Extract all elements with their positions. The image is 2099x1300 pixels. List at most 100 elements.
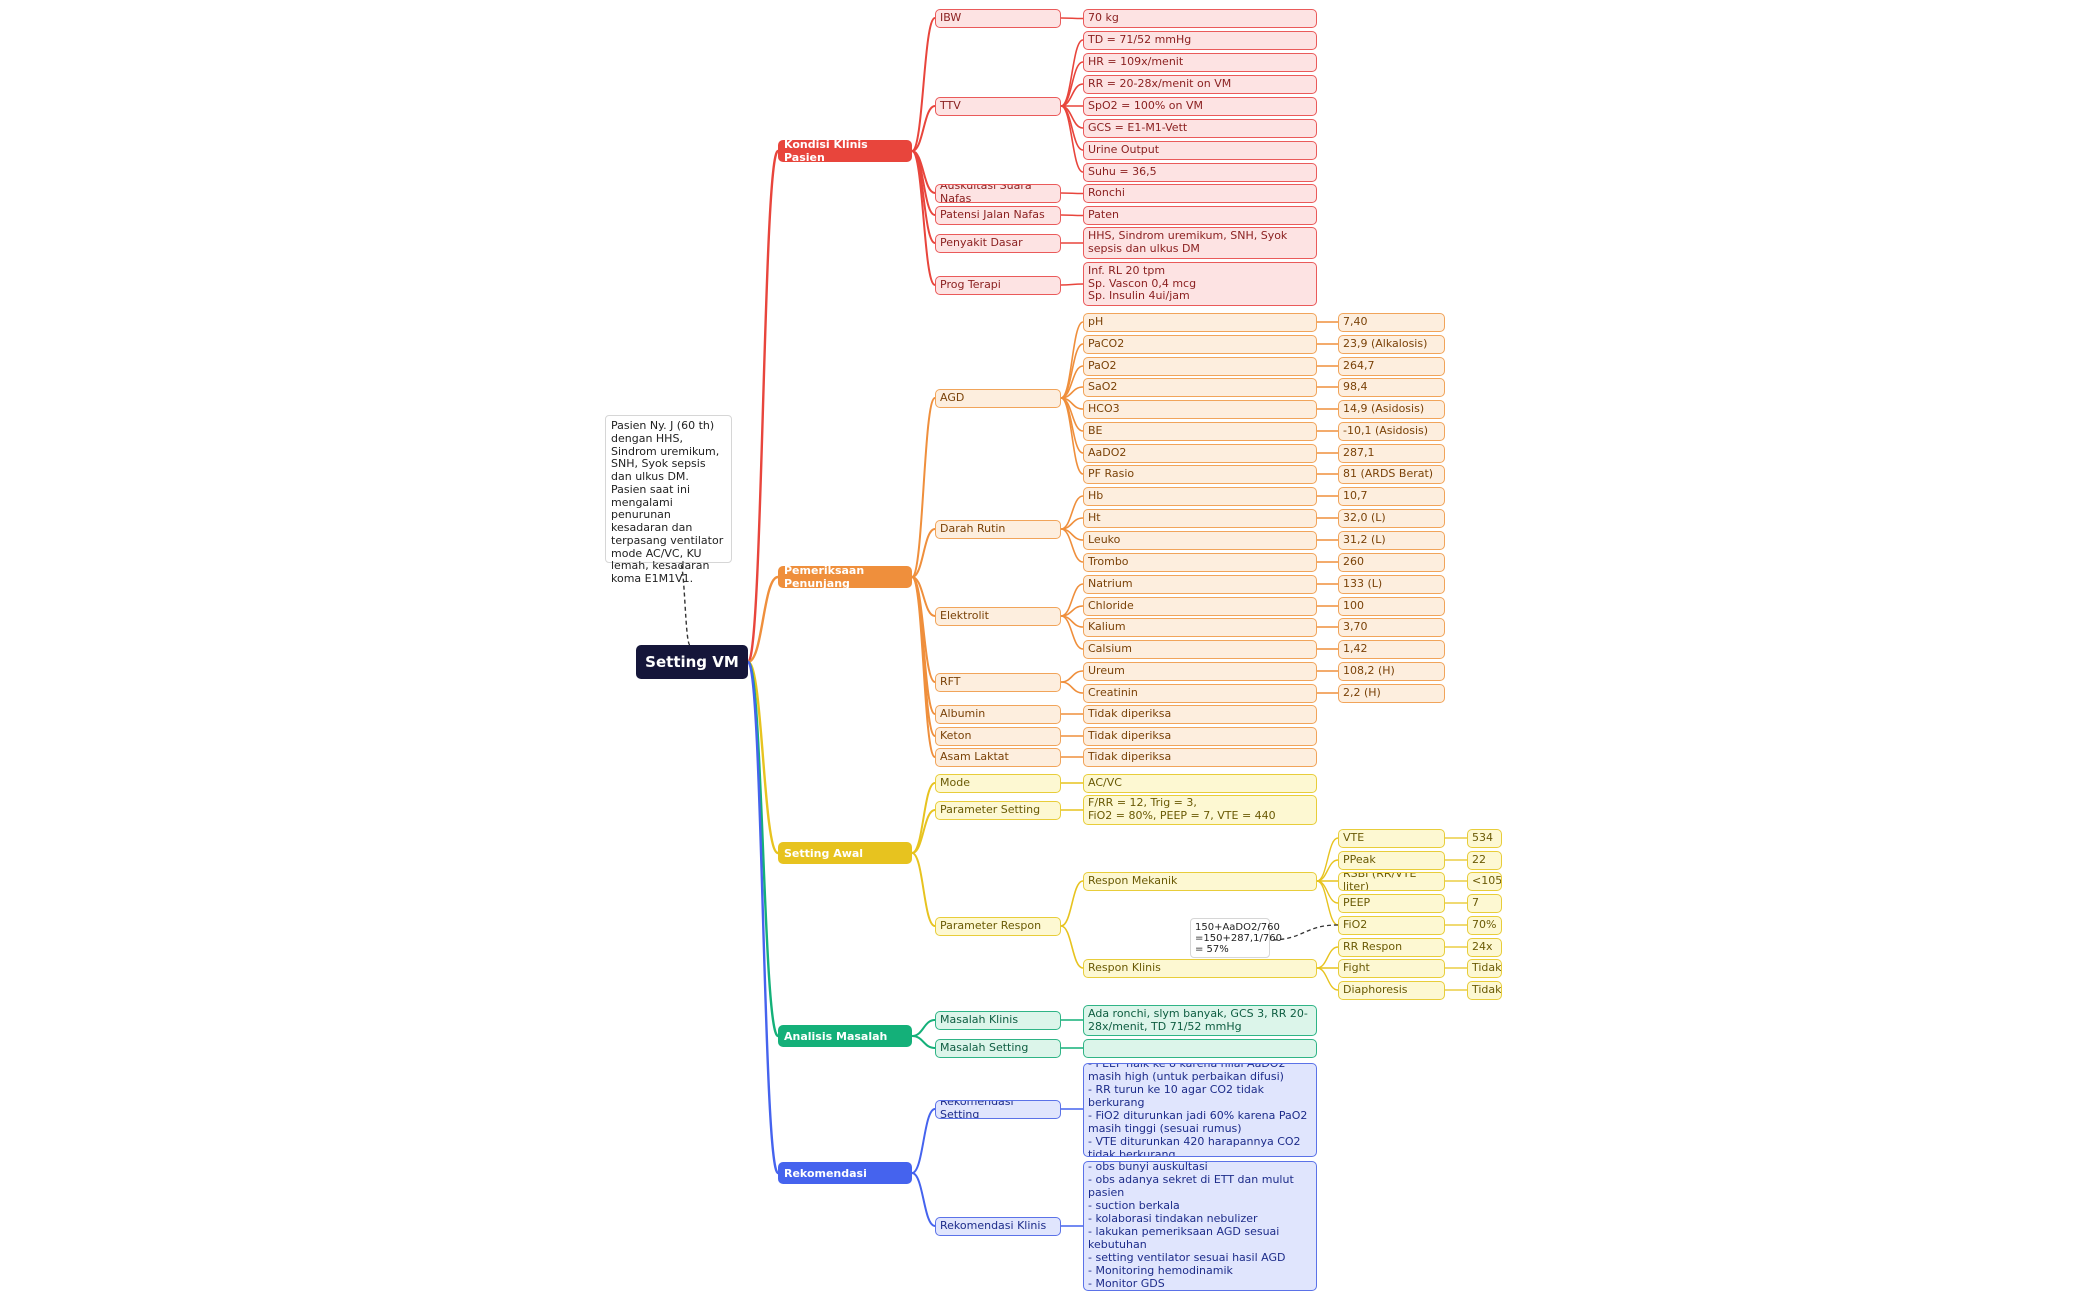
node-rft[interactable]: RFT bbox=[935, 672, 1061, 692]
node-keton-value[interactable]: Tidak diperiksa bbox=[1083, 726, 1317, 746]
node-mekanik-key[interactable]: RSBI (RR/VTE liter) bbox=[1338, 871, 1445, 891]
node-ttv-item[interactable]: RR = 20-28x/menit on VM bbox=[1083, 74, 1317, 94]
node-auskultasi-value[interactable]: Ronchi bbox=[1083, 184, 1317, 203]
branch-setting-awal[interactable]: Setting Awal bbox=[778, 842, 912, 864]
node-mekanik-key[interactable]: PEEP bbox=[1338, 893, 1445, 913]
node-agd-value[interactable]: 23,9 (Alkalosis) bbox=[1338, 334, 1445, 354]
root-node[interactable]: Setting VM bbox=[636, 645, 748, 679]
node-rft-value[interactable]: 2,2 (H) bbox=[1338, 683, 1445, 703]
node-respon-mekanik[interactable]: Respon Mekanik bbox=[1083, 872, 1317, 891]
node-prog-terapi-value[interactable]: Inf. RL 20 tpm Sp. Vascon 0,4 mcg Sp. In… bbox=[1083, 262, 1317, 306]
node-ibw[interactable]: IBW bbox=[935, 8, 1061, 28]
branch-analisis-masalah[interactable]: Analisis Masalah bbox=[778, 1025, 912, 1047]
node-asam-laktat-value[interactable]: Tidak diperiksa bbox=[1083, 747, 1317, 767]
node-penyakit-dasar-value[interactable]: HHS, Sindrom uremikum, SNH, Syok sepsis … bbox=[1083, 227, 1317, 259]
node-klinis-key[interactable]: Fight bbox=[1338, 958, 1445, 978]
node-agd-key[interactable]: PaO2 bbox=[1083, 356, 1317, 376]
node-agd-value[interactable]: 98,4 bbox=[1338, 377, 1445, 397]
node-elektrolit[interactable]: Elektrolit bbox=[935, 606, 1061, 626]
node-darah-rutin-value[interactable]: 31,2 (L) bbox=[1338, 530, 1445, 550]
node-respon-klinis[interactable]: Respon Klinis bbox=[1083, 959, 1317, 978]
node-elektrolit-value[interactable]: 1,42 bbox=[1338, 639, 1445, 659]
node-rft-key[interactable]: Creatinin bbox=[1083, 683, 1317, 703]
node-agd-key[interactable]: BE bbox=[1083, 421, 1317, 441]
node-penyakit-dasar[interactable]: Penyakit Dasar bbox=[935, 233, 1061, 253]
node-patensi-value[interactable]: Paten bbox=[1083, 206, 1317, 225]
node-mekanik-key[interactable]: FiO2 bbox=[1338, 915, 1445, 935]
node-elektrolit-key[interactable]: Kalium bbox=[1083, 617, 1317, 637]
node-mekanik-value[interactable]: 70% bbox=[1467, 915, 1502, 935]
node-agd-value[interactable]: -10,1 (Asidosis) bbox=[1338, 421, 1445, 441]
node-rekomendasi-setting-value[interactable]: - PEEP naik ke 8 karena nilai AaDO2 masi… bbox=[1083, 1063, 1317, 1157]
node-klinis-value[interactable]: Tidak bbox=[1467, 980, 1502, 1000]
node-klinis-key[interactable]: RR Respon bbox=[1338, 937, 1445, 957]
node-albumin-value[interactable]: Tidak diperiksa bbox=[1083, 704, 1317, 724]
node-parameter-setting[interactable]: Parameter Setting bbox=[935, 800, 1061, 820]
node-darah-rutin-value[interactable]: 260 bbox=[1338, 552, 1445, 572]
node-ttv-item[interactable]: Urine Output bbox=[1083, 140, 1317, 160]
node-rekomendasi-setting[interactable]: Rekomendasi Setting bbox=[935, 1099, 1061, 1119]
node-agd-value[interactable]: 7,40 bbox=[1338, 312, 1445, 332]
node-agd-key[interactable]: AaDO2 bbox=[1083, 443, 1317, 463]
node-prog-terapi[interactable]: Prog Terapi bbox=[935, 275, 1061, 295]
node-masalah-setting[interactable]: Masalah Setting bbox=[935, 1038, 1061, 1058]
node-darah-rutin-key[interactable]: Ht bbox=[1083, 508, 1317, 528]
node-darah-rutin-key[interactable]: Leuko bbox=[1083, 530, 1317, 550]
node-mekanik-key[interactable]: VTE bbox=[1338, 828, 1445, 848]
node-masalah-klinis-value[interactable]: Ada ronchi, slym banyak, GCS 3, RR 20-28… bbox=[1083, 1005, 1317, 1036]
node-ttv[interactable]: TTV bbox=[935, 96, 1061, 116]
node-agd-value[interactable]: 264,7 bbox=[1338, 356, 1445, 376]
node-ttv-item[interactable]: HR = 109x/menit bbox=[1083, 52, 1317, 72]
node-masalah-klinis[interactable]: Masalah Klinis bbox=[935, 1010, 1061, 1030]
node-klinis-value[interactable]: 24x bbox=[1467, 937, 1502, 957]
node-parameter-setting-value[interactable]: F/RR = 12, Trig = 3, FiO2 = 80%, PEEP = … bbox=[1083, 795, 1317, 825]
node-mekanik-value[interactable]: 22 bbox=[1467, 850, 1502, 870]
node-agd-key[interactable]: PaCO2 bbox=[1083, 334, 1317, 354]
node-mekanik-value[interactable]: <105 bbox=[1467, 871, 1502, 891]
node-agd-key[interactable]: HCO3 bbox=[1083, 399, 1317, 419]
node-klinis-key[interactable]: Diaphoresis bbox=[1338, 980, 1445, 1000]
node-darah-rutin-value[interactable]: 32,0 (L) bbox=[1338, 508, 1445, 528]
node-agd-key[interactable]: PF Rasio bbox=[1083, 464, 1317, 484]
node-darah-rutin[interactable]: Darah Rutin bbox=[935, 519, 1061, 539]
branch-pemeriksaan-penunjang[interactable]: Pemeriksaan Penunjang bbox=[778, 564, 912, 590]
node-elektrolit-key[interactable]: Natrium bbox=[1083, 574, 1317, 594]
node-agd[interactable]: AGD bbox=[935, 388, 1061, 408]
node-agd-key[interactable]: pH bbox=[1083, 312, 1317, 332]
node-agd-value[interactable]: 287,1 bbox=[1338, 443, 1445, 463]
branch-kondisi-klinis[interactable]: Kondisi Klinis Pasien bbox=[778, 138, 912, 164]
node-mode[interactable]: Mode bbox=[935, 773, 1061, 793]
node-darah-rutin-key[interactable]: Trombo bbox=[1083, 552, 1317, 572]
node-auskultasi[interactable]: Auskultasi Suara Nafas bbox=[935, 183, 1061, 203]
node-ttv-item[interactable]: SpO2 = 100% on VM bbox=[1083, 96, 1317, 116]
node-darah-rutin-value[interactable]: 10,7 bbox=[1338, 486, 1445, 506]
node-rft-key[interactable]: Ureum bbox=[1083, 661, 1317, 681]
node-darah-rutin-key[interactable]: Hb bbox=[1083, 486, 1317, 506]
node-mode-value[interactable]: AC/VC bbox=[1083, 774, 1317, 793]
branch-rekomendasi[interactable]: Rekomendasi bbox=[778, 1162, 912, 1184]
node-rekomendasi-klinis-value[interactable]: - obs bunyi auskultasi - obs adanya sekr… bbox=[1083, 1161, 1317, 1291]
node-rekomendasi-klinis[interactable]: Rekomendasi Klinis bbox=[935, 1216, 1061, 1236]
node-mekanik-value[interactable]: 7 bbox=[1467, 893, 1502, 913]
node-patensi[interactable]: Patensi Jalan Nafas bbox=[935, 205, 1061, 225]
node-ttv-item[interactable]: Suhu = 36,5 bbox=[1083, 162, 1317, 182]
node-agd-value[interactable]: 81 (ARDS Berat) bbox=[1338, 464, 1445, 484]
node-mekanik-key[interactable]: PPeak bbox=[1338, 850, 1445, 870]
node-elektrolit-value[interactable]: 100 bbox=[1338, 596, 1445, 616]
node-elektrolit-value[interactable]: 133 (L) bbox=[1338, 574, 1445, 594]
node-elektrolit-key[interactable]: Chloride bbox=[1083, 596, 1317, 616]
node-klinis-value[interactable]: Tidak bbox=[1467, 958, 1502, 978]
node-masalah-setting-value[interactable] bbox=[1083, 1039, 1317, 1058]
node-rft-value[interactable]: 108,2 (H) bbox=[1338, 661, 1445, 681]
node-agd-value[interactable]: 14,9 (Asidosis) bbox=[1338, 399, 1445, 419]
node-elektrolit-value[interactable]: 3,70 bbox=[1338, 617, 1445, 637]
node-agd-key[interactable]: SaO2 bbox=[1083, 377, 1317, 397]
node-elektrolit-key[interactable]: Calsium bbox=[1083, 639, 1317, 659]
node-asam-laktat[interactable]: Asam Laktat bbox=[935, 747, 1061, 767]
node-keton[interactable]: Keton bbox=[935, 726, 1061, 746]
node-ttv-item[interactable]: TD = 71/52 mmHg bbox=[1083, 30, 1317, 50]
node-mekanik-value[interactable]: 534 bbox=[1467, 828, 1502, 848]
node-ibw-value[interactable]: 70 kg bbox=[1083, 9, 1317, 28]
node-albumin[interactable]: Albumin bbox=[935, 704, 1061, 724]
node-parameter-respon[interactable]: Parameter Respon bbox=[935, 916, 1061, 936]
